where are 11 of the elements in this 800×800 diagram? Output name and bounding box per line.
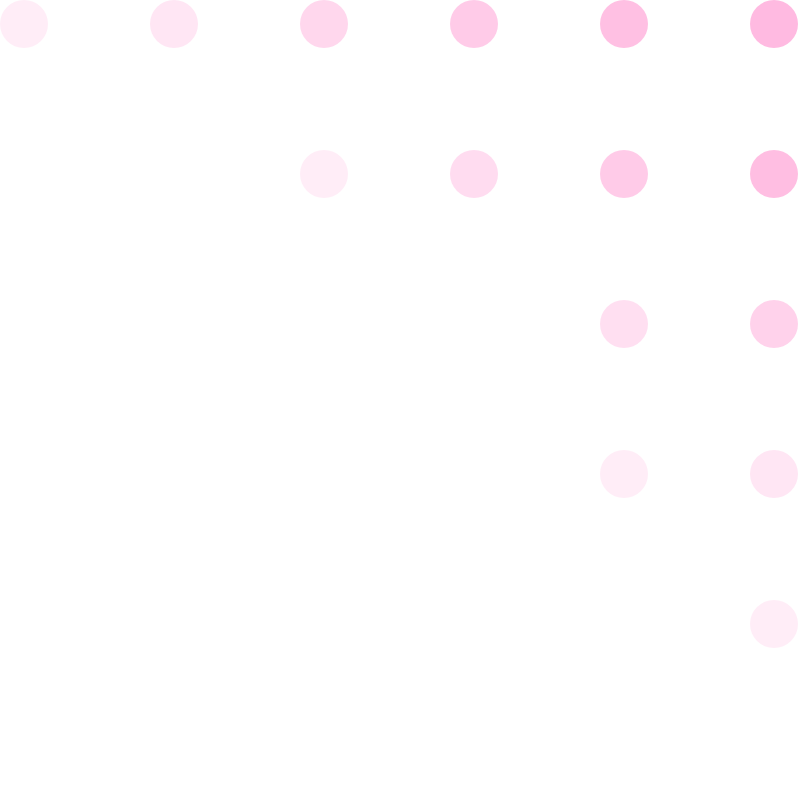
dot: [300, 0, 348, 48]
dot: [750, 450, 798, 498]
dot: [750, 300, 798, 348]
dot: [750, 0, 798, 48]
dot: [600, 0, 648, 48]
dot: [450, 0, 498, 48]
dot: [750, 150, 798, 198]
dot: [450, 150, 498, 198]
dot: [600, 300, 648, 348]
dot: [600, 150, 648, 198]
dot: [150, 0, 198, 48]
